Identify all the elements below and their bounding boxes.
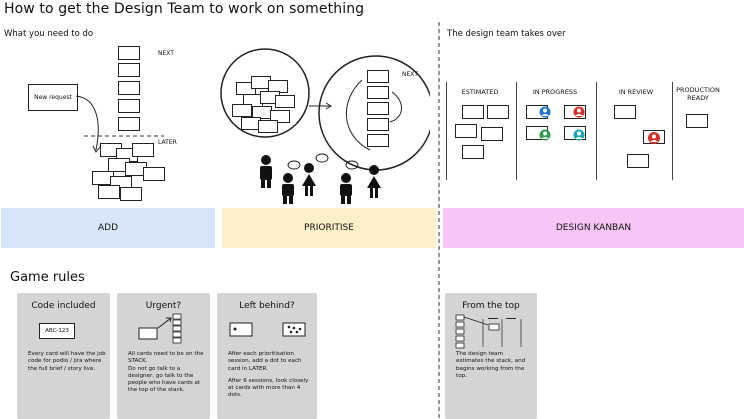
rule-text: After each prioritisation session, add a… — [228, 351, 302, 372]
later-card — [98, 185, 120, 199]
rule-description: The design team estimates the stack, and… — [456, 351, 532, 385]
ordered-card — [367, 86, 389, 99]
prioritise-circles — [220, 48, 430, 171]
kanban-divider — [516, 82, 517, 180]
prioritise-card — [258, 120, 278, 133]
rule-card-urgent: Urgent? All cards need to be on the STAC… — [117, 293, 210, 419]
left-section-heading: What you need to do — [4, 29, 94, 39]
later-divider-line — [84, 135, 164, 137]
new-request-arrow — [76, 95, 101, 153]
rule-description: Every card will have the job code for po… — [28, 351, 108, 378]
game-rules-heading: Game rules — [10, 270, 85, 285]
later-card — [132, 143, 154, 157]
stack-card — [118, 99, 140, 113]
rule-card-code-included: Code included ABC-123 Every card will ha… — [17, 293, 110, 419]
dashed-divider — [438, 22, 440, 419]
kanban-column-label: ESTIMATED — [461, 88, 499, 96]
rule-description: After each prioritisation session, add a… — [228, 351, 312, 405]
stack-card — [118, 46, 140, 60]
rule-text: The design team estimates the stack, and… — [456, 351, 526, 379]
ordered-card — [367, 102, 389, 115]
kanban-card — [487, 105, 509, 119]
prioritise-card — [275, 95, 295, 108]
rule-title: Code included — [31, 301, 96, 311]
later-label: LATER — [158, 139, 177, 146]
right-section-heading: The design team takes over — [447, 29, 566, 39]
next-label: NEXT — [158, 50, 174, 57]
rule-title: From the top — [462, 301, 520, 311]
kanban-column-label: IN REVIEW — [618, 88, 654, 96]
kanban-card — [462, 105, 484, 119]
designer-avatars — [539, 106, 585, 141]
prioritise-band: PRIORITISE — [222, 208, 436, 248]
rule-card-left-behind: Left behind? After each prioritisation s… — [217, 293, 317, 419]
new-request-card: New request — [28, 84, 78, 111]
rule-description: All cards need to be on the STACK. Do no… — [128, 351, 208, 400]
add-band: ADD — [1, 208, 215, 248]
urgent-diagram-icon — [138, 313, 182, 344]
page-title: How to get the Design Team to work on so… — [4, 1, 365, 17]
code-card-example: ABC-123 — [39, 323, 75, 339]
kanban-card — [481, 127, 503, 141]
kanban-card — [462, 145, 484, 159]
from-top-diagram-icon — [455, 314, 522, 349]
rule-title: Urgent? — [145, 301, 182, 311]
rule-text: After 6 sessions, look closely at cards … — [228, 377, 309, 399]
ordered-card — [367, 118, 389, 131]
later-card — [143, 167, 165, 181]
prioritise-next-label: NEXT — [402, 71, 418, 78]
rule-text: All cards need to be on the STACK. — [128, 351, 204, 365]
rule-text: Do not go talk to a designer, go talk to… — [128, 365, 201, 394]
prioritise-card — [232, 104, 252, 117]
stack-card — [118, 81, 140, 95]
kanban-card — [455, 124, 477, 138]
prioritise-card — [270, 110, 290, 123]
kanban-card — [686, 114, 708, 128]
ordered-card — [367, 70, 389, 83]
rule-card-from-the-top: From the top The design team estimates t… — [445, 293, 537, 419]
design-kanban-band: DESIGN KANBAN — [443, 208, 744, 248]
people-discussing-icon — [260, 153, 381, 204]
kanban-column-label: PRODUCTION READY — [676, 86, 720, 103]
rule-text: Every card will have the job code for po… — [28, 351, 106, 372]
rule-title: Left behind? — [239, 301, 295, 311]
stack-card — [118, 117, 140, 131]
kanban-card — [614, 105, 636, 119]
kanban-divider — [596, 82, 597, 180]
later-card — [120, 187, 142, 201]
kanban-divider — [672, 82, 673, 180]
reviewer-avatar — [648, 132, 660, 144]
kanban-column-label: IN PROGRESS — [532, 88, 578, 96]
kanban-divider — [446, 82, 447, 180]
kanban-card — [627, 154, 649, 168]
ordered-card — [367, 134, 389, 147]
stack-card — [118, 63, 140, 77]
dot-cards-icon — [229, 322, 306, 337]
